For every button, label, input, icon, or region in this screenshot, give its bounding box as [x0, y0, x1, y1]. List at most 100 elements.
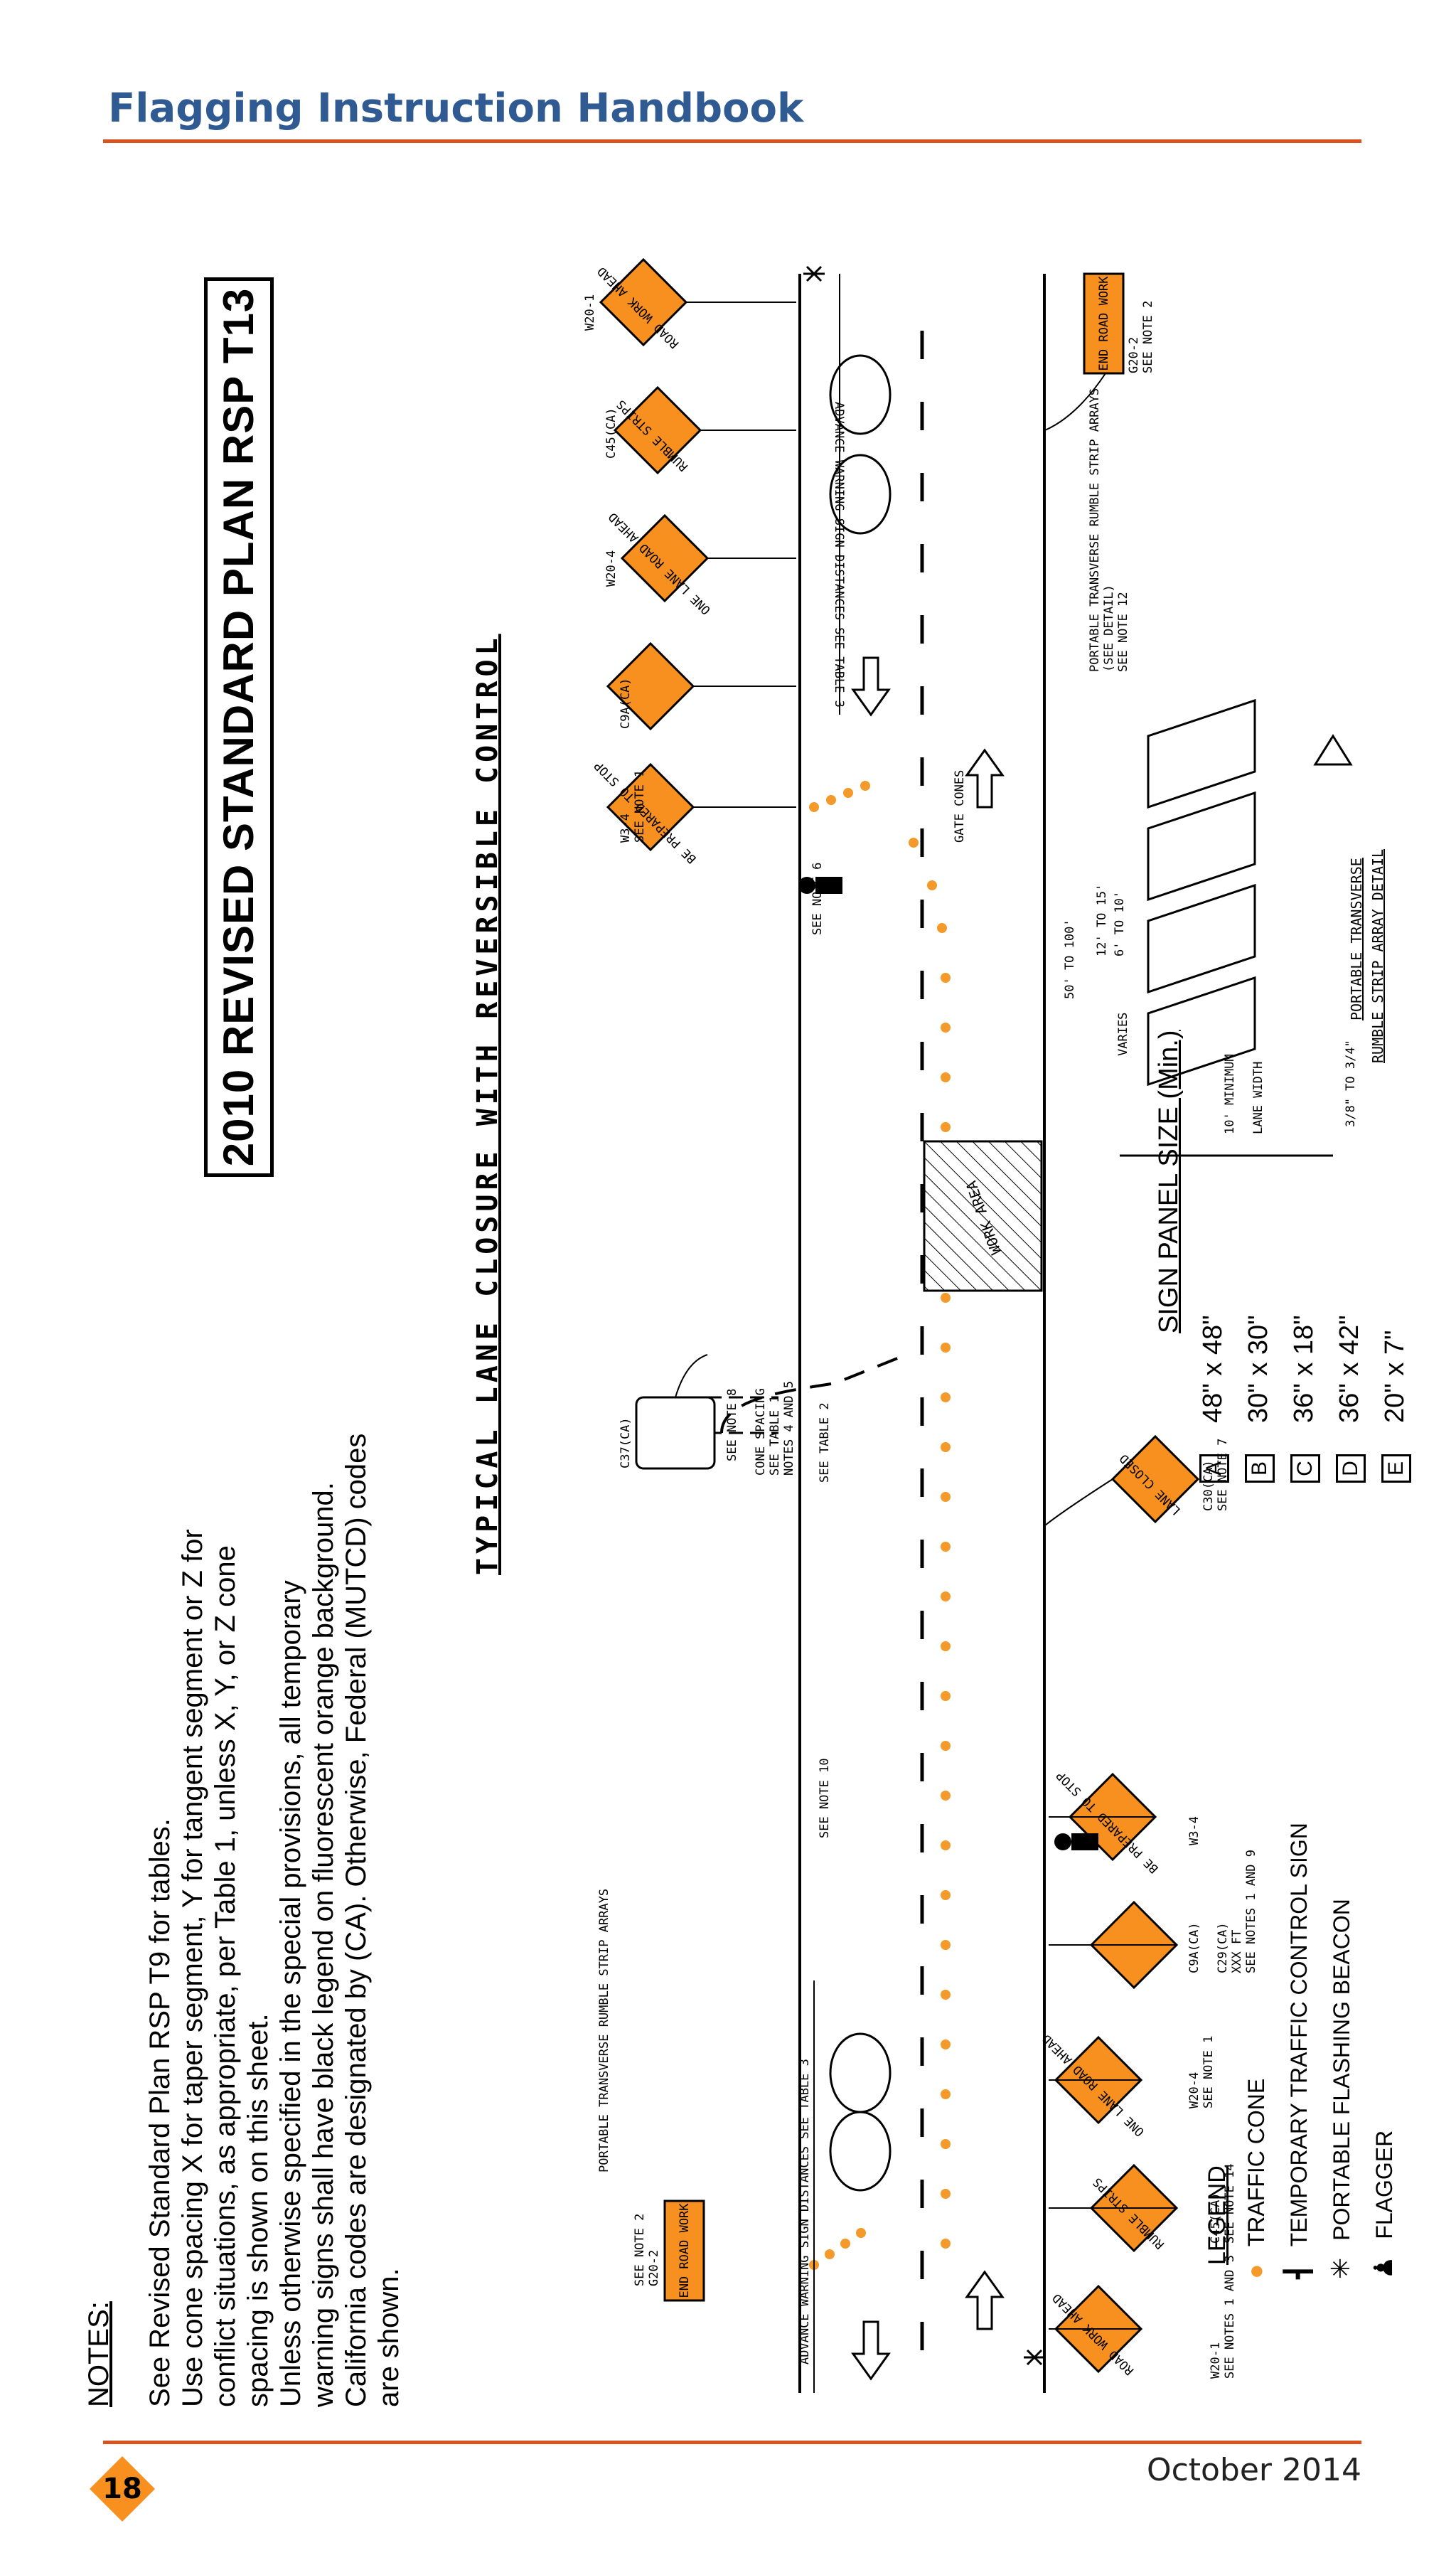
label-see-note-1: SEE NOTE 1	[633, 770, 647, 843]
sign-panel-row: E20" x 7"	[1380, 1331, 1411, 1483]
beacon-icon	[803, 265, 1045, 2366]
work-area	[923, 1140, 1043, 1292]
cone-icon: ●	[1241, 2264, 1270, 2279]
legend-title: LEGEND	[1204, 2165, 1231, 2265]
cone	[941, 1293, 951, 1303]
label-w20-1: W20-1	[1209, 2342, 1223, 2379]
cone	[843, 788, 853, 798]
footer-date: October 2014	[1146, 2452, 1361, 2488]
label-notes-4-5: NOTES 4 AND 5	[782, 1381, 796, 1476]
legend-item: ♟FLAGGER	[1369, 2130, 1398, 2279]
road-work-ahead-sign	[599, 258, 687, 346]
label-ten-min: 10' MINIMUM	[1223, 1054, 1237, 1134]
cone	[941, 1741, 951, 1751]
lane-closure-drawing: WORK AREA	[583, 258, 1386, 2393]
label-g20-2: G20-2	[1127, 337, 1141, 373]
cone	[860, 781, 870, 791]
cone	[927, 880, 937, 890]
label-portable-rumble: PORTABLE TRANSVERSE RUMBLE STRIP ARRAYS	[597, 1889, 611, 2172]
sign-panel-row: C36" x 18"	[1289, 1315, 1320, 1483]
label-varies: VARIES	[1116, 1013, 1130, 1056]
traffic-control-sign	[635, 1396, 716, 1470]
taper-line	[720, 1353, 907, 1434]
end-road-work-sign	[1083, 272, 1125, 375]
sign-panel-row: A48" x 48"	[1198, 1315, 1229, 1483]
label-see-note-7: SEE NOTE 7	[1216, 1439, 1230, 1511]
cone	[826, 795, 836, 805]
end-road-work-sign	[663, 2200, 705, 2302]
label-c9a: C9A(CA)	[1187, 1922, 1201, 1973]
page-number: 18	[102, 2473, 142, 2505]
beacon-icon: ✳	[1326, 2257, 1355, 2279]
cone	[941, 1940, 951, 1950]
arrow-right-icon	[965, 748, 1005, 809]
cone	[941, 2089, 951, 2099]
label-see-notes-1-9: SEE NOTES 1 AND 9	[1244, 1850, 1258, 1973]
rumble-strip-array	[829, 2111, 892, 2192]
cone	[809, 802, 819, 812]
cone	[941, 2239, 951, 2249]
label-c45: C45(CA)	[1209, 2192, 1223, 2244]
label-gate-cones: GATE CONES	[953, 770, 967, 843]
label-w3-4: W3-4	[619, 814, 633, 843]
label-see-note-6: SEE NOTE 6	[810, 863, 825, 935]
label-w20-1: W20-1	[583, 294, 597, 331]
label-six-to-10: 6' TO 10'	[1113, 891, 1127, 956]
label-see-notes-1-3: SEE NOTES 1 AND 3	[1223, 2255, 1237, 2379]
sign-panel-title: SIGN PANEL SIZE (Min.)	[1154, 1030, 1184, 1333]
cone	[856, 2228, 866, 2238]
label-see-note-14: SEE NOTE 14	[1223, 2163, 1237, 2244]
flagger-icon: ♟	[1369, 2256, 1398, 2279]
cone	[941, 1591, 951, 1601]
legend-item: ✳PORTABLE FLASHING BEACON	[1326, 1899, 1355, 2279]
detail-title: PORTABLE TRANSVERSE	[1348, 858, 1365, 1020]
label-see-note-8: SEE NOTE 8	[725, 1389, 739, 1461]
cone	[941, 1791, 951, 1801]
cone	[941, 1990, 951, 2000]
cone	[941, 1542, 951, 1552]
cone	[941, 1442, 951, 1452]
page-badge-diamond-icon	[90, 2456, 155, 2522]
label-portable-rumble: PORTABLE TRANSVERSE RUMBLE STRIP ARRAYS	[1088, 388, 1102, 672]
label-twelve-to-15: 12' TO 15'	[1095, 884, 1109, 956]
arrow-left-icon	[851, 2320, 891, 2381]
legend-item: ┫TEMPORARY TRAFFIC CONTROL SIGN	[1283, 1823, 1312, 2279]
label-w20-4: W20-4	[604, 550, 619, 587]
label-see-note-2: SEE NOTE 2	[633, 2214, 647, 2286]
cone	[941, 1023, 951, 1033]
page-header-title: Flagging Instruction Handbook	[108, 85, 804, 132]
cone	[941, 2139, 951, 2149]
label-see-note-2: SEE NOTE 2	[1141, 301, 1155, 373]
cone	[941, 2040, 951, 2049]
sign-text: END ROAD WORK	[1097, 276, 1111, 371]
cone	[909, 838, 919, 848]
rumble-strip-detail: 10' MINIMUM LANE WIDTH VARIES 12' TO 15'…	[1095, 698, 1386, 1157]
leader-lines	[675, 302, 1177, 2330]
rumble-strip-array	[829, 2032, 892, 2113]
footer-rule	[103, 2441, 1361, 2444]
cone-row	[809, 781, 951, 2270]
flagger-icon	[798, 877, 1098, 1850]
rumble-strip-array	[829, 354, 892, 435]
header-rule	[103, 139, 1361, 143]
label-see-note-10: SEE NOTE 10	[818, 1758, 832, 1838]
label-lane-width: LANE WIDTH	[1251, 1062, 1265, 1134]
arrow-right-icon	[965, 2270, 1005, 2330]
sign-panel-row: D36" x 42"	[1334, 1315, 1366, 1483]
label-c9a: C9A(CA)	[619, 678, 633, 729]
label-w20-4: W20-4	[1187, 2072, 1201, 2108]
rumble-strip-array	[829, 454, 892, 535]
arrow-left-icon	[1313, 734, 1353, 766]
label-xxx-ft: XXX FT	[1230, 1930, 1244, 1973]
cone	[941, 1691, 951, 1701]
label-g20-2: G20-2	[647, 2250, 661, 2286]
cone	[941, 1343, 951, 1353]
one-lane-road-ahead-sign	[621, 514, 709, 602]
sign-panel-row: B30" x 30"	[1243, 1315, 1275, 1483]
cone	[937, 923, 947, 933]
label-eighth: 3/8" TO 3/4"	[1344, 1040, 1358, 1127]
cone	[941, 973, 951, 983]
sign-post-icon: ┫	[1283, 2264, 1312, 2279]
label-fifty-to-100: 50' TO 100'	[1063, 919, 1077, 999]
detail-title: RUMBLE STRIP ARRAY DETAIL	[1369, 849, 1386, 1063]
